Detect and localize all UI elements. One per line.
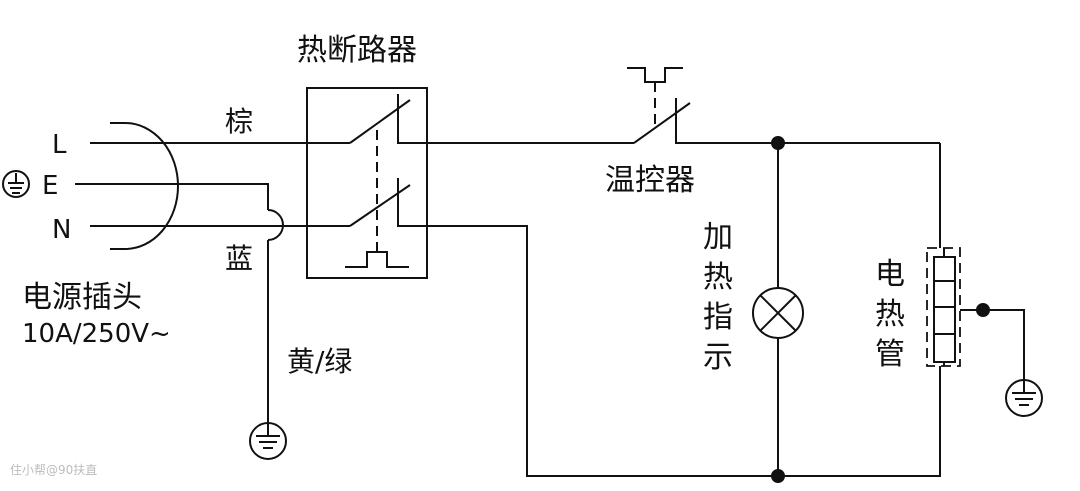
label-heater-1: 电 xyxy=(875,257,905,292)
heater-element xyxy=(926,247,961,367)
label-plug-title: 电源插头 xyxy=(22,280,142,315)
label-L: L xyxy=(52,130,67,160)
wire-E-to-ground xyxy=(75,183,269,210)
thermal-breaker-box xyxy=(306,87,428,279)
wire-neutral-return xyxy=(427,225,941,477)
label-N: N xyxy=(52,215,71,245)
label-E: E xyxy=(42,171,58,201)
label-indicator-3: 指 xyxy=(703,300,733,335)
label-plug-rating: 10A/250V~ xyxy=(22,319,171,349)
ground-symbol-left xyxy=(249,422,287,460)
watermark: 住小帮@90扶直 xyxy=(10,462,97,477)
earth-symbol-plug xyxy=(2,170,30,198)
indicator-lamp-icon xyxy=(752,287,804,339)
label-heater-2: 热 xyxy=(875,297,905,332)
label-thermostat: 温控器 xyxy=(605,163,695,198)
thermostat-switch xyxy=(627,67,720,144)
plug-body xyxy=(110,122,179,250)
label-blue: 蓝 xyxy=(225,242,253,275)
label-thermal-breaker: 热断路器 xyxy=(297,33,417,68)
label-indicator-2: 热 xyxy=(703,260,733,295)
label-indicator-1: 加 xyxy=(703,220,733,255)
label-yellow-green: 黄/绿 xyxy=(287,345,352,378)
ground-symbol-right xyxy=(1005,379,1043,417)
label-heater-3: 管 xyxy=(875,337,905,372)
label-indicator-4: 示 xyxy=(703,340,733,375)
label-brown: 棕 xyxy=(225,105,253,138)
